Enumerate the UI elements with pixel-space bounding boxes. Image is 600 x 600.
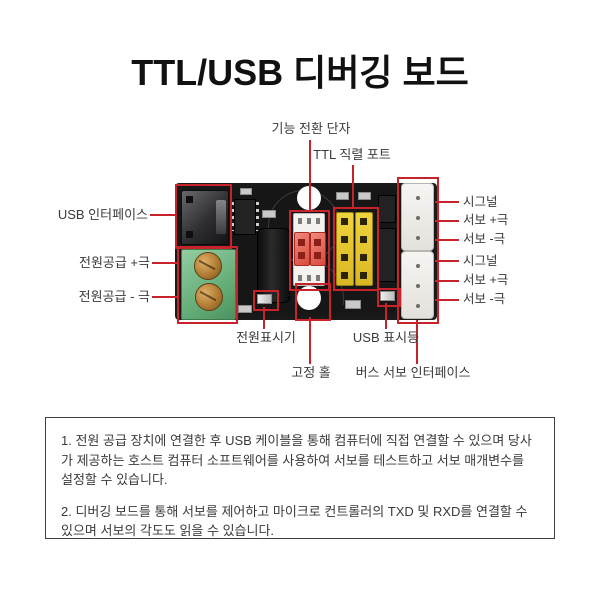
smd-resistor (345, 300, 361, 309)
smd-resistor (238, 305, 252, 313)
description-paragraph-2: 2. 디버깅 보드를 통해 서보를 제어하고 마이크로 컨트롤러의 TXD 및 … (61, 503, 528, 539)
highlight-usb-indicator (377, 288, 401, 307)
smd-resistor (262, 210, 276, 218)
callout-line (435, 299, 459, 301)
highlight-power-terminal (177, 246, 238, 324)
callout-line (352, 165, 354, 207)
callout-line (416, 320, 418, 364)
terminal-screw (195, 283, 223, 311)
callout-line (435, 220, 459, 222)
smd-component (378, 228, 396, 282)
servo-connector-2 (401, 251, 434, 319)
callout-line (152, 296, 177, 298)
highlight-bus-servo-interface (397, 177, 439, 324)
capacitor (257, 228, 290, 303)
servo-connector-1 (401, 183, 434, 251)
ttl-header-column (336, 212, 354, 286)
callout-line (309, 140, 311, 210)
smd-component (378, 195, 396, 223)
power-led (257, 294, 272, 304)
label-power-minus: 전원공급 - 극 (78, 289, 150, 304)
description-box: 1. 전원 공급 장치에 연결한 후 USB 케이블을 통해 컴퓨터에 직접 연… (45, 417, 555, 539)
micro-usb-connector-lip (216, 200, 226, 234)
page-title: TTL/USB 디버깅 보드 (131, 52, 469, 93)
callout-line (435, 239, 459, 241)
label-fixing-hole: 고정 홀 (291, 365, 331, 380)
label-servo-plus-1: 서보 +극 (463, 213, 509, 227)
usb-led (380, 291, 395, 301)
highlight-power-indicator (253, 290, 279, 311)
smd-resistor (336, 192, 349, 200)
smd-resistor (240, 188, 252, 195)
label-servo-minus-2: 서보 -극 (463, 292, 506, 306)
ttl-header-column (355, 212, 373, 286)
highlight-fixing-hole (295, 283, 331, 321)
label-function-switch: 기능 전환 단자 (271, 121, 351, 136)
label-signal-2: 시그널 (463, 254, 498, 268)
callout-line (435, 280, 459, 282)
highlight-ttl-port (333, 207, 379, 291)
description-paragraph-1: 1. 전원 공급 장치에 연결한 후 USB 케이블을 통해 컴퓨터에 직접 연… (61, 433, 532, 487)
label-power-plus: 전원공급 +극 (78, 255, 150, 270)
callout-line (263, 307, 265, 329)
callout-line (385, 303, 387, 329)
red-jumper (294, 232, 310, 266)
label-servo-plus-2: 서보 +극 (463, 273, 509, 287)
smd-ic-chip (231, 199, 259, 235)
callout-line (150, 214, 175, 216)
red-jumper (310, 232, 326, 266)
label-power-indicator: 전원표시기 (236, 330, 296, 345)
label-bus-servo-interface: 버스 서보 인터페이스 (355, 365, 471, 380)
label-usb-indicator: USB 표시등 (352, 330, 420, 345)
label-servo-minus-1: 서보 -극 (463, 232, 506, 246)
highlight-function-switch (289, 210, 330, 291)
highlight-usb-interface (175, 184, 232, 249)
smd-resistor (358, 192, 371, 200)
terminal-screw (194, 252, 222, 280)
callout-line (152, 262, 177, 264)
label-signal-1: 시그널 (463, 195, 498, 209)
label-usb-interface: USB 인터페이스 (57, 207, 148, 222)
callout-line (435, 260, 459, 262)
callout-line (309, 317, 311, 364)
callout-line (435, 201, 459, 203)
label-ttl-serial-port: TTL 직렬 포트 (313, 147, 391, 162)
